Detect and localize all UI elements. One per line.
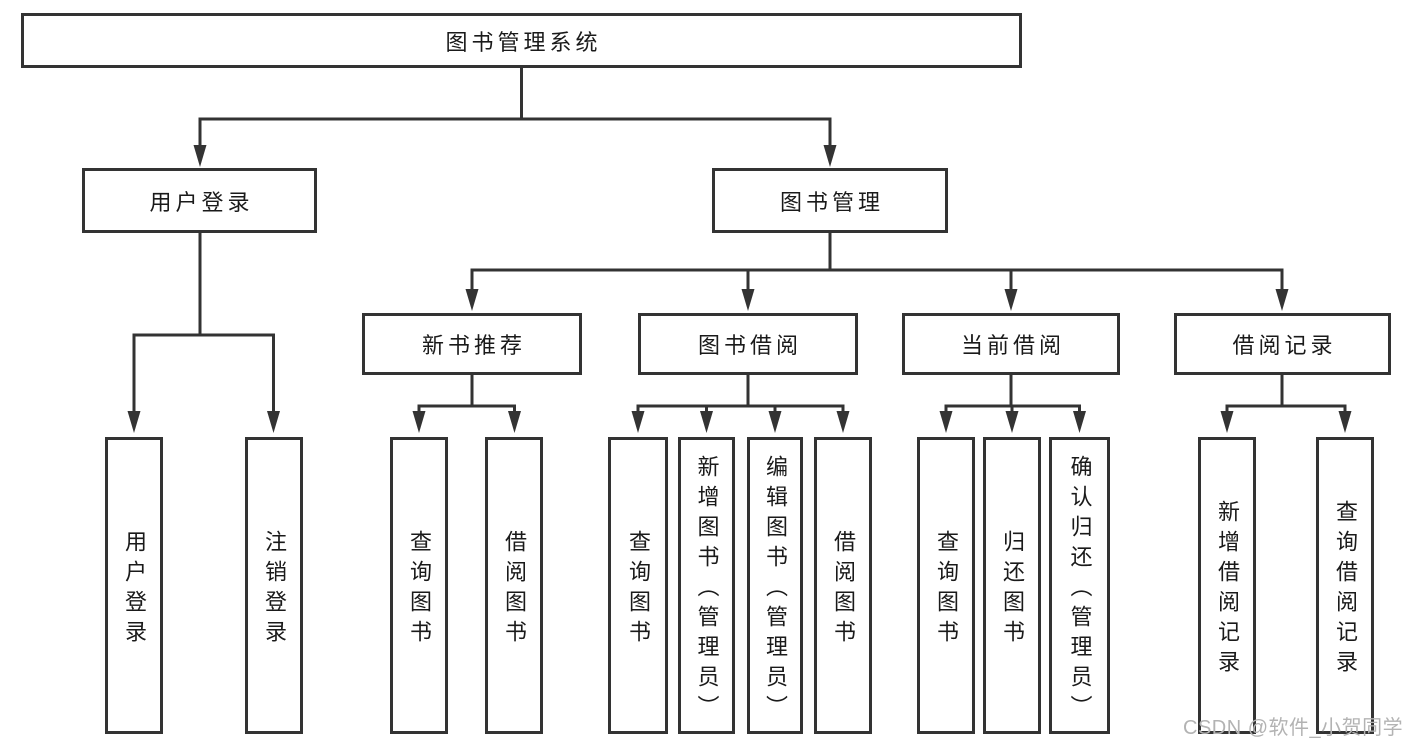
leaf-add-book-admin: 新增图书（管理员） — [678, 437, 735, 734]
leaf-label: 查询图书 — [407, 529, 432, 650]
leaf-label: 新增借阅记录 — [1215, 499, 1240, 680]
leaf-logout: 注销登录 — [245, 437, 303, 734]
leaf-borrow-books-recommend: 借阅图书 — [485, 437, 543, 734]
leaf-label: 查询借阅记录 — [1333, 499, 1358, 680]
node-user-login: 用户登录 — [82, 168, 317, 233]
leaf-edit-book-admin: 编辑图书（管理员） — [747, 437, 803, 734]
arrowhead-icon — [1073, 411, 1086, 433]
arrowhead-icon — [412, 411, 426, 433]
connector — [1225, 404, 1347, 412]
leaf-query-borrow-record: 查询借阅记录 — [1316, 437, 1374, 734]
arrowhead-icon — [193, 145, 207, 167]
arrowhead-icon — [1338, 411, 1352, 433]
leaf-borrow-books: 借阅图书 — [814, 437, 872, 734]
node-label: 当前借阅 — [960, 333, 1065, 358]
leaf-query-books-current: 查询图书 — [917, 437, 975, 734]
arrowhead-icon — [700, 411, 713, 433]
arrowhead-icon — [1220, 411, 1234, 433]
node-label: 用户登录 — [149, 189, 254, 215]
arrowhead-icon — [741, 289, 755, 311]
arrowhead-icon — [127, 411, 141, 433]
leaf-label: 注销登录 — [262, 529, 287, 650]
arrowhead-group — [127, 145, 1352, 433]
leaf-label: 查询图书 — [626, 529, 651, 650]
node-book-borrow: 图书借阅 — [638, 313, 858, 375]
node-library-management-system: 图书管理系统 — [21, 13, 1022, 68]
connector — [636, 404, 845, 412]
leaf-label: 借阅图书 — [502, 529, 527, 650]
arrowhead-icon — [768, 411, 782, 433]
node-label: 借阅记录 — [1232, 333, 1337, 358]
node-book-management: 图书管理 — [712, 168, 948, 233]
leaf-label: 归还图书 — [1000, 529, 1025, 650]
arrowhead-icon — [823, 145, 837, 167]
csdn-watermark: CSDN @软件_小贺同学 — [1183, 717, 1404, 739]
leaf-label: 查询图书 — [934, 529, 959, 650]
leaf-query-books-recommend: 查询图书 — [390, 437, 448, 734]
connector-group — [132, 68, 1347, 412]
arrowhead-icon — [939, 411, 953, 433]
leaf-add-borrow-record: 新增借阅记录 — [1198, 437, 1256, 734]
connector — [198, 117, 832, 146]
node-current-borrow: 当前借阅 — [902, 313, 1120, 375]
arrowhead-icon — [465, 289, 479, 311]
leaf-query-books-borrow: 查询图书 — [608, 437, 668, 734]
arrowhead-icon — [631, 411, 645, 433]
leaf-return-book: 归还图书 — [983, 437, 1041, 734]
connector — [132, 333, 275, 412]
arrowhead-icon — [836, 411, 850, 433]
node-borrow-records: 借阅记录 — [1174, 313, 1391, 375]
arrowhead-icon — [1005, 411, 1019, 433]
node-label: 新书推荐 — [421, 333, 526, 358]
leaf-label: 借阅图书 — [831, 529, 856, 650]
leaf-confirm-return-admin: 确认归还（管理员） — [1049, 437, 1110, 734]
node-label: 图书管理 — [779, 189, 884, 215]
arrowhead-icon — [267, 411, 280, 433]
leaf-label: 新增图书（管理员） — [694, 454, 720, 725]
node-label: 图书管理系统 — [445, 29, 602, 55]
arrowhead-icon — [508, 411, 521, 433]
node-label: 图书借阅 — [697, 333, 802, 358]
leaf-label: 确认归还（管理员） — [1067, 454, 1093, 725]
connector — [417, 404, 516, 412]
arrowhead-icon — [1275, 289, 1289, 311]
leaf-label: 编辑图书（管理员） — [763, 454, 788, 725]
connector — [470, 268, 1284, 290]
leaf-user-login: 用户登录 — [105, 437, 163, 734]
arrowhead-icon — [1004, 289, 1018, 311]
node-new-book-recommend: 新书推荐 — [362, 313, 582, 375]
leaf-label: 用户登录 — [122, 529, 147, 650]
